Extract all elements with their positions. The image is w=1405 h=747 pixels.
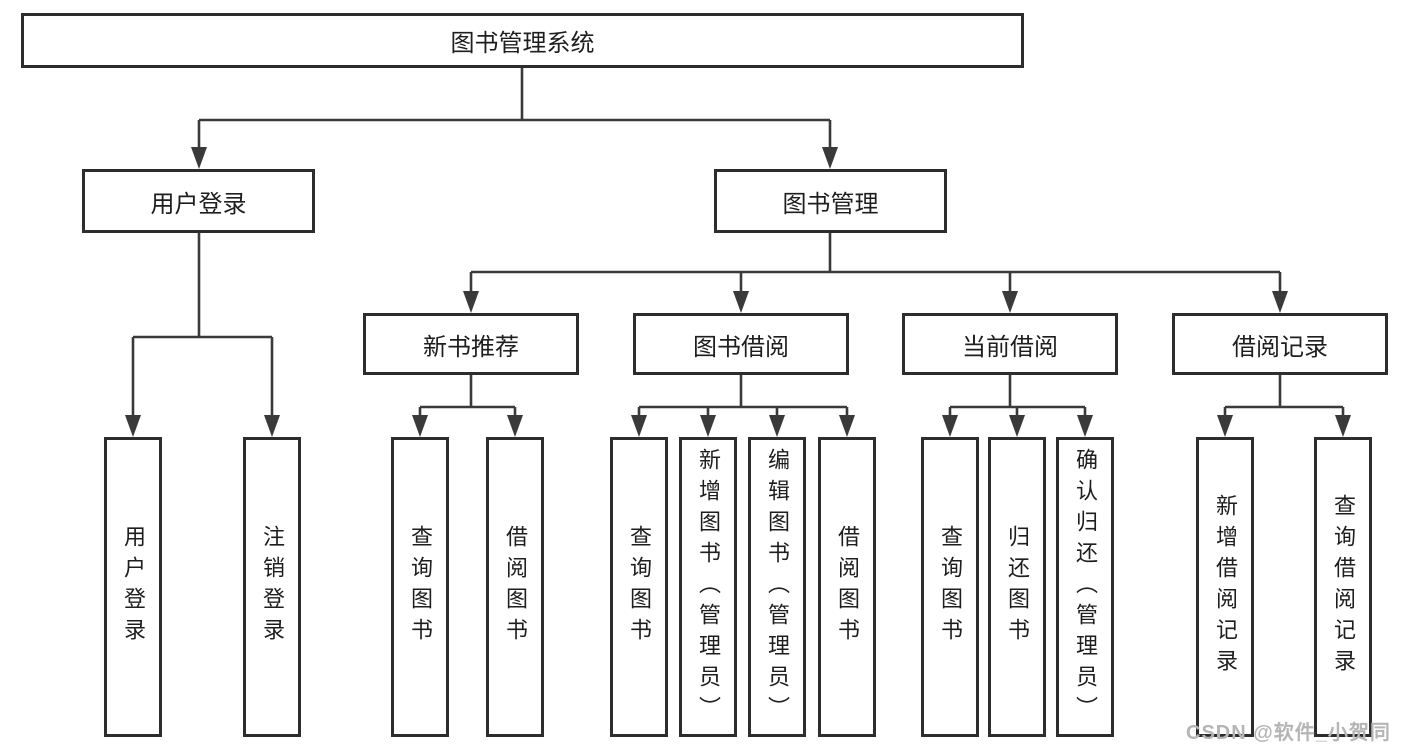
connector-root-split <box>197 68 832 151</box>
arrow-down-icon <box>1217 415 1233 437</box>
arrow-down-icon <box>839 415 855 437</box>
connector-borrow-record-split <box>1223 375 1345 417</box>
leaf-borrow-books-recommend: 借阅图书 <box>486 437 544 737</box>
leaf-borrow-books: 借阅图书 <box>818 437 876 737</box>
node-user-login: 用户登录 <box>82 169 315 233</box>
arrow-down-icon <box>942 415 958 437</box>
arrow-down-icon <box>1002 291 1018 313</box>
node-label: 用户登录 <box>150 190 247 218</box>
leaf-return-book: 归还图书 <box>988 437 1046 737</box>
connector-user-login-split <box>131 233 274 417</box>
arrow-down-icon <box>507 415 523 437</box>
arrow-down-icon <box>700 415 716 437</box>
leaf-logout: 注销登录 <box>243 437 301 737</box>
arrow-down-icon <box>412 415 428 437</box>
node-new-book-recommend: 新书推荐 <box>363 313 579 375</box>
arrow-down-icon <box>733 291 749 313</box>
leaf-query-books-recommend: 查询图书 <box>391 437 449 737</box>
leaf-query-borrow-record: 查询借阅记录 <box>1314 437 1372 737</box>
node-current-borrow: 当前借阅 <box>902 313 1118 375</box>
leaf-query-books-borrow: 查询图书 <box>610 437 668 737</box>
arrow-down-icon <box>769 415 785 437</box>
leaf-label: 确认归还（管理员） <box>1073 447 1098 727</box>
arrow-down-icon <box>264 415 280 437</box>
connector-lines <box>131 68 1345 417</box>
connector-new-book-split <box>418 375 517 417</box>
leaf-label: 新增借阅记录 <box>1213 494 1238 680</box>
leaf-label: 归还图书 <box>1005 525 1030 649</box>
arrow-down-icon <box>125 415 141 437</box>
leaf-label: 借阅图书 <box>503 525 528 649</box>
connector-book-borrow-split <box>637 375 849 417</box>
leaf-label: 查询借阅记录 <box>1331 494 1356 680</box>
node-label: 借阅记录 <box>1232 333 1328 361</box>
node-root: 图书管理系统 <box>21 13 1024 68</box>
leaf-label: 借阅图书 <box>835 525 860 649</box>
arrow-down-icon <box>822 147 838 169</box>
arrow-down-icon <box>191 147 207 169</box>
leaf-label: 新增图书（管理员） <box>696 447 721 727</box>
watermark: CSDN @软件_小贺同学 <box>1186 722 1391 744</box>
arrow-down-icon <box>1272 291 1288 313</box>
connector-current-borrow-split <box>948 375 1087 417</box>
leaf-label: 查询图书 <box>408 525 433 649</box>
leaf-user-login: 用户登录 <box>104 437 162 737</box>
leaf-confirm-return-admin: 确认归还（管理员） <box>1056 437 1114 737</box>
leaf-label: 编辑图书（管理员） <box>765 447 790 727</box>
leaf-label: 查询图书 <box>627 525 652 649</box>
node-label: 图书借阅 <box>693 333 789 361</box>
leaf-edit-book-admin: 编辑图书（管理员） <box>748 437 806 737</box>
node-book-borrow: 图书借阅 <box>633 313 849 375</box>
leaf-label: 用户登录 <box>121 525 146 649</box>
node-label: 新书推荐 <box>423 333 519 361</box>
node-label: 当前借阅 <box>962 333 1058 361</box>
connector-book-mgmt-split <box>469 233 1282 293</box>
arrowhead-icons <box>125 147 1351 437</box>
arrow-down-icon <box>631 415 647 437</box>
node-label: 图书管理 <box>782 190 879 218</box>
arrow-down-icon <box>463 291 479 313</box>
leaf-query-books-current: 查询图书 <box>921 437 979 737</box>
leaf-add-borrow-record: 新增借阅记录 <box>1196 437 1254 737</box>
arrow-down-icon <box>1009 415 1025 437</box>
leaf-label: 查询图书 <box>938 525 963 649</box>
node-root-label: 图书管理系统 <box>450 30 595 57</box>
arrow-down-icon <box>1077 415 1093 437</box>
arrow-down-icon <box>1335 415 1351 437</box>
leaf-label: 注销登录 <box>260 525 285 649</box>
node-book-management: 图书管理 <box>714 169 947 233</box>
node-borrow-record: 借阅记录 <box>1172 313 1388 375</box>
leaf-add-book-admin: 新增图书（管理员） <box>679 437 737 737</box>
